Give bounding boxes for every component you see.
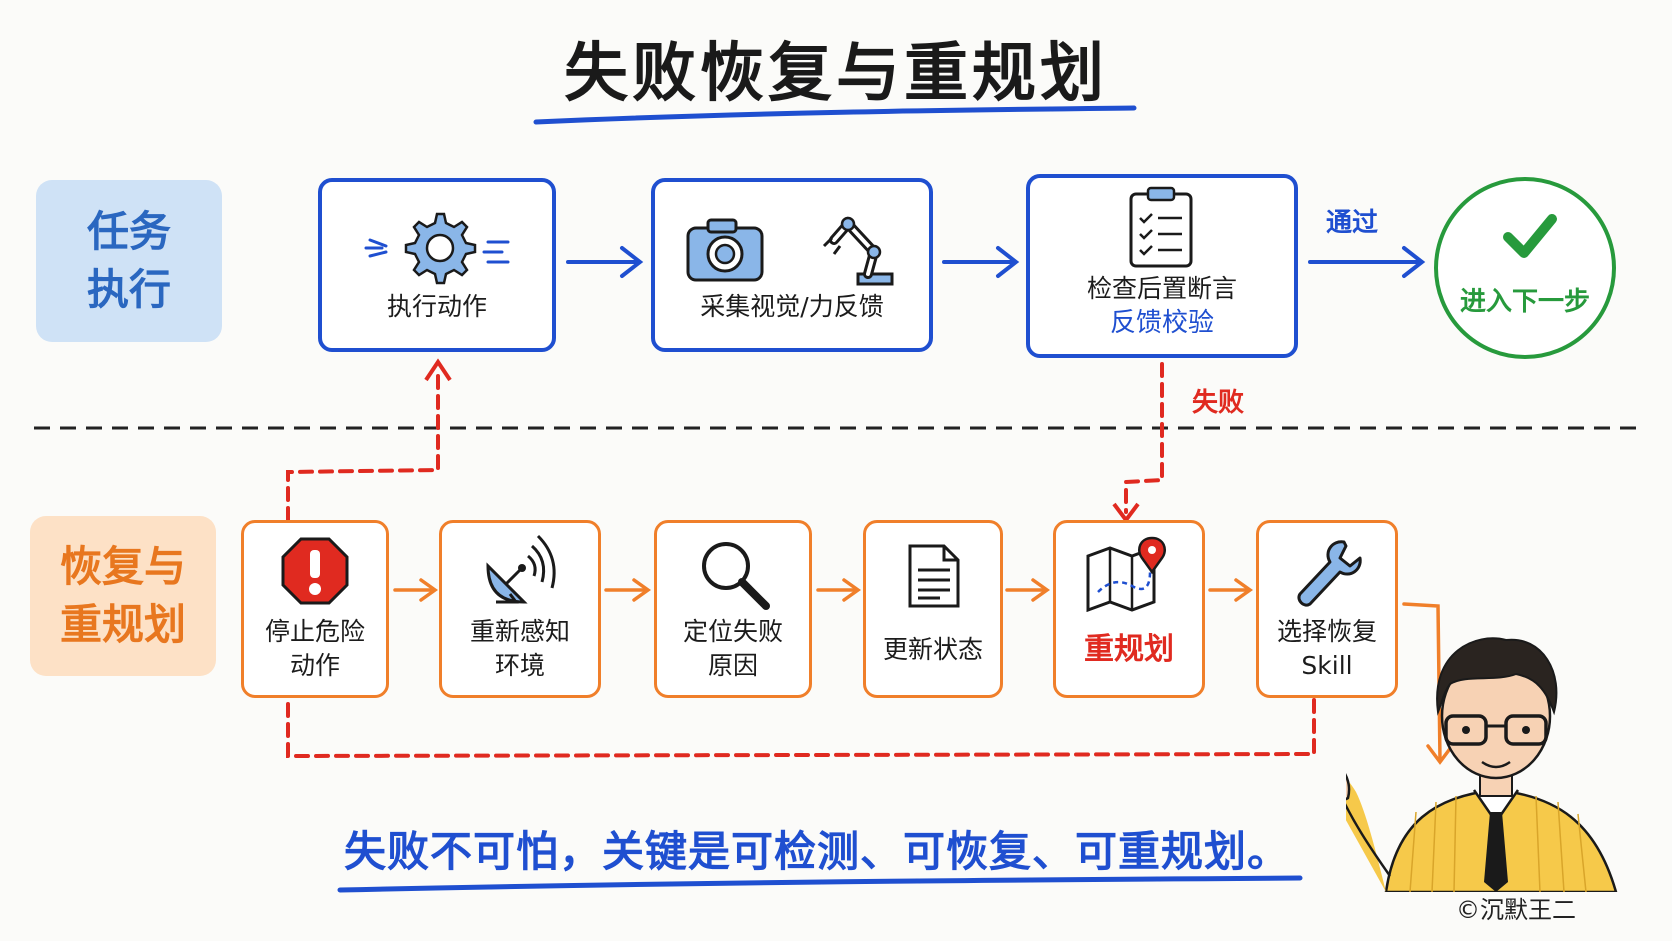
wrench-icon [1297,540,1362,607]
step-label: 检查后置断言 [1086,274,1237,303]
magnifier-icon [702,542,770,610]
clipboard-checklist-icon [1129,186,1193,268]
stop-sign-icon [281,537,349,605]
gear-icon [364,212,510,285]
map-pin-icon [1086,536,1166,612]
lane-line: 执行 [86,265,171,314]
lane-label-execution: 任务执行 [36,180,222,342]
camera-robot-arm-icon [686,216,894,286]
document-icon [908,544,960,608]
step-label: Skill [1301,651,1353,680]
step-label: 执行动作 [386,292,487,321]
lane-line: 恢复与 [59,542,186,591]
diagram-title: 失败恢复与重规划 [564,37,1108,111]
step-label: 重规划 [1084,632,1174,667]
step-label: 环境 [494,651,545,680]
lane-line: 任务 [86,207,171,256]
step-label: 原因 [707,651,758,680]
lane-label-recovery: 恢复与重规划 [30,516,216,676]
lane-line: 重规划 [59,600,186,649]
step-select-skill: 选择恢复 Skill [1256,520,1398,698]
step-label: 停止危险 [264,617,365,646]
footer-message: 失败不可怕，关键是可检测、可恢复、可重规划。 [344,827,1291,876]
step-re-perceive: 重新感知 环境 [439,520,601,698]
step-label: 定位失败 [682,617,783,646]
step-label: 选择恢复 [1276,617,1377,646]
step-stop-danger: 停止危险 动作 [241,520,389,698]
step-label: 采集视觉/力反馈 [700,292,884,321]
step-label: 动作 [289,651,340,680]
satellite-dish-icon [486,534,556,604]
pass-label: 通过 [1326,208,1379,238]
goal-next-step: 进入下一步 [1434,177,1616,359]
credit: ©沉默王二 [1456,896,1576,924]
presenter-illustration [1346,637,1618,892]
goal-label: 进入下一步 [1459,287,1590,317]
fail-label: 失败 [1192,388,1245,418]
step-label: 更新状态 [882,635,983,664]
step-sublabel: 反馈校验 [1109,308,1214,338]
step-label: 重新感知 [469,617,570,646]
checkmark-icon [1503,214,1557,258]
